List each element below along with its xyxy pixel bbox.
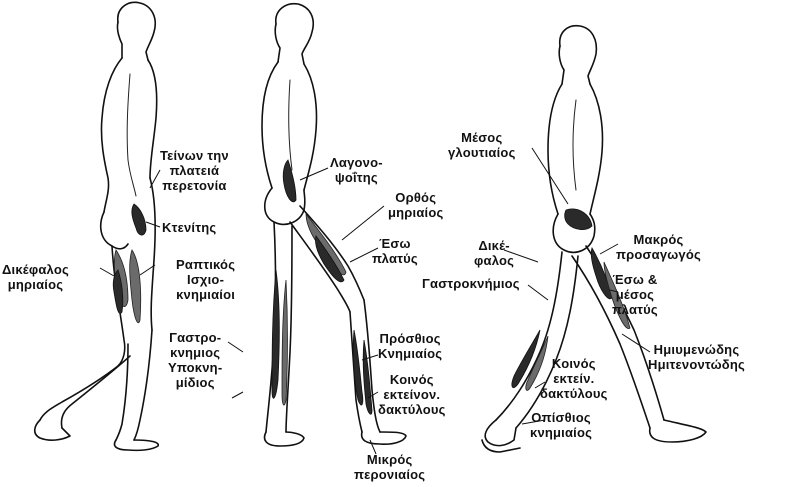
- label-pectineus: Κτενίτης: [162, 220, 216, 235]
- label-gastrocnemius-soleus: Γαστρο- κνημιος Υποκνη- μίδιος: [168, 330, 222, 390]
- label-iliopsoas: Λαγονο- ψοΐτης: [330, 155, 383, 185]
- label-rectus-femoris: Ορθός μηριαίος: [388, 190, 443, 220]
- label-gastrocnemius-right: Γαστροκνήμιος: [422, 276, 520, 291]
- label-hamstrings: Ραπτικός Ισχιο- κνημιαίοι: [176, 257, 235, 302]
- label-biceps-right: Δικέ- φαλος: [474, 238, 514, 268]
- label-ext-digitorum-longus-mid: Κοινός εκτείνον. δακτύλους: [378, 372, 446, 417]
- label-gluteus-medius: Μέσος γλουτιαίος: [448, 130, 516, 160]
- label-tensor-fasciae-latae: Τείνων την πλατειά περετονία: [160, 148, 229, 193]
- label-adductor-longus: Μακρός προσαγωγός: [616, 232, 701, 262]
- label-tibialis-posterior: Οπίσθιος κνημιαίος: [530, 410, 592, 440]
- label-biceps-femoris-left: Δικέφαλος μηριαίος: [2, 262, 69, 292]
- label-semimembranosus: Ημιυμενώδης Ημιτενοντώδης: [648, 342, 745, 372]
- label-peroneus-longus: Μικρός περονιαίος: [354, 452, 425, 482]
- label-vasti: Έσω & μέσος πλατύς: [612, 272, 658, 317]
- label-tibialis-anterior: Πρόσθιος Κνημιαίος: [378, 331, 442, 361]
- label-vastus-medialis: Έσω πλατύς: [372, 236, 418, 266]
- label-ext-digitorum-right: Κοινός εκτείν. δακτύλους: [540, 356, 608, 401]
